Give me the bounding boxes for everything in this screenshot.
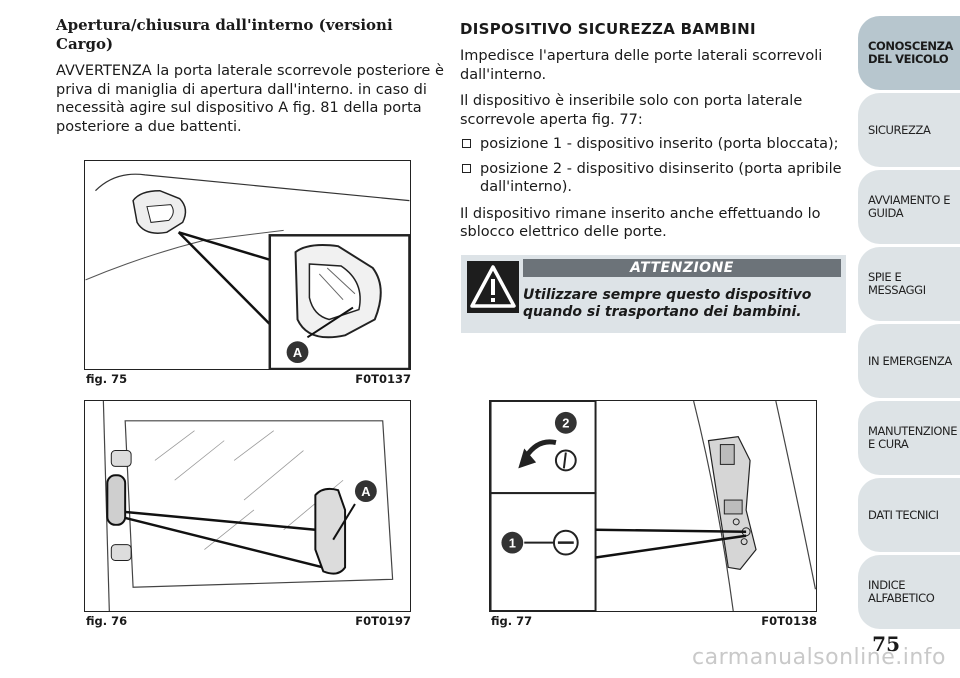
sidebar-tab-manutenzione[interactable]: MANUTENZIONE E CURA [858, 401, 960, 475]
right-column: DISPOSITIVO SICUREZZA BAMBINI Impedisce … [460, 20, 850, 242]
left-column: Apertura/chiusura dall'interno (versioni… [56, 16, 446, 136]
figure-75-caption: fig. 75 [86, 372, 128, 386]
bullet-position-2: posizione 2 - dispositivo disinserito (p… [460, 160, 850, 197]
sidebar-tab-dati-tecnici[interactable]: DATI TECNICI [858, 478, 960, 552]
figure-77-label-2: 2 [562, 416, 569, 431]
watermark-text: carmanualsonline.info [692, 645, 946, 670]
warning-title: ATTENZIONE [523, 259, 841, 277]
child-safety-intro: Impedisce l'apertura delle porte lateral… [460, 48, 823, 83]
cargo-warning-paragraph: AVVERTENZA la porta laterale scorrevole … [56, 63, 444, 135]
figure-76-code: F0T0197 [355, 614, 411, 628]
figure-75-image: A [84, 160, 411, 370]
sidebar-tab-sicurezza[interactable]: SICUREZZA [858, 93, 960, 167]
figure-77-image: 2 1 [489, 400, 817, 612]
sidebar-tab-spie[interactable]: SPIE E MESSAGGI [858, 247, 960, 321]
figure-77-label-1: 1 [509, 536, 516, 551]
section-heading-cargo: Apertura/chiusura dall'interno (versioni… [56, 16, 393, 53]
checkbox-bullet-icon [462, 139, 471, 148]
section-heading-child-safety: DISPOSITIVO SICUREZZA BAMBINI [460, 20, 756, 38]
bullet-text: posizione 2 - dispositivo disinserito (p… [480, 160, 842, 196]
figure-76-caption: fig. 76 [86, 614, 128, 628]
checkbox-bullet-icon [462, 163, 471, 173]
figure-76-image: A [84, 400, 411, 612]
warning-box: ATTENZIONE Utilizzare sempre questo disp… [461, 255, 846, 333]
sidebar-tab-indice[interactable]: INDICE ALFABETICO [858, 555, 960, 629]
child-safety-note: Il dispositivo rimane inserito anche eff… [460, 205, 821, 241]
chapter-sidebar: CONOSCENZA DEL VEICOLO SICUREZZA AVVIAME… [858, 16, 960, 632]
warning-text: Utilizzare sempre questo dispositivo qua… [523, 287, 812, 320]
child-safety-usage: Il dispositivo è inseribile solo con por… [460, 93, 803, 128]
sidebar-tab-avviamento[interactable]: AVVIAMENTO E GUIDA [858, 170, 960, 244]
bullet-text: posizione 1 - dispositivo inserito (port… [480, 136, 839, 152]
sidebar-tab-emergenza[interactable]: IN EMERGENZA [858, 324, 960, 398]
bullet-position-1: posizione 1 - dispositivo inserito (port… [460, 135, 850, 154]
sidebar-tab-conoscenza[interactable]: CONOSCENZA DEL VEICOLO [858, 16, 960, 90]
figure-75-label-a: A [293, 345, 302, 360]
figure-77-caption: fig. 77 [491, 614, 533, 628]
page-number: 75 [872, 632, 900, 656]
figure-76-label-a: A [361, 484, 370, 499]
figure-75-code: F0T0137 [355, 372, 411, 386]
figure-77-code: F0T0138 [761, 614, 817, 628]
warning-triangle-icon [467, 261, 519, 313]
